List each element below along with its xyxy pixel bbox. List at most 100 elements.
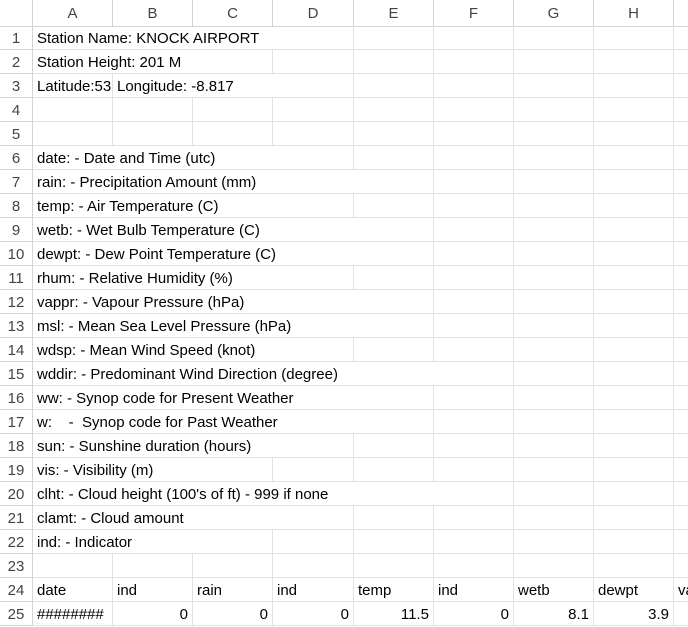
cell-g10[interactable]	[514, 242, 594, 266]
cell-f13[interactable]	[434, 314, 514, 338]
cell-f9[interactable]	[434, 218, 514, 242]
cell-e14[interactable]	[354, 338, 434, 362]
cell-g15[interactable]	[514, 362, 594, 386]
cell-g23[interactable]	[514, 554, 594, 578]
cell-e1[interactable]	[354, 26, 434, 50]
cell-i19[interactable]	[674, 458, 688, 482]
cell-i21[interactable]	[674, 506, 688, 530]
cell-d18[interactable]	[273, 434, 354, 458]
cell-a9[interactable]: wetb: - Wet Bulb Temperature (C)	[33, 218, 354, 242]
cell-a8[interactable]: temp: - Air Temperature (C)	[33, 194, 273, 218]
cell-a21[interactable]: clamt: - Cloud amount	[33, 506, 273, 530]
cell-f15[interactable]	[434, 362, 514, 386]
cell-e8[interactable]	[354, 194, 434, 218]
cell-a15[interactable]: wddir: - Predominant Wind Direction (deg…	[33, 362, 434, 386]
cell-g20[interactable]	[514, 482, 594, 506]
cell-c19[interactable]	[193, 458, 273, 482]
cell-i20[interactable]	[674, 482, 688, 506]
cell-i12[interactable]	[674, 290, 688, 314]
cell-i23[interactable]	[674, 554, 688, 578]
cell-i24[interactable]: va	[674, 578, 688, 602]
cell-f14[interactable]	[434, 338, 514, 362]
row-header-6[interactable]: 6	[0, 146, 33, 170]
cell-d6[interactable]	[273, 146, 354, 170]
cell-a1[interactable]: Station Name: KNOCK AIRPORT	[33, 26, 273, 50]
cell-e25[interactable]: 11.5	[354, 602, 434, 626]
row-header-12[interactable]: 12	[0, 290, 33, 314]
cell-i17[interactable]	[674, 410, 688, 434]
column-header-a[interactable]: A	[33, 0, 113, 26]
cell-i13[interactable]	[674, 314, 688, 338]
cell-g6[interactable]	[514, 146, 594, 170]
cell-h8[interactable]	[594, 194, 674, 218]
row-header-17[interactable]: 17	[0, 410, 33, 434]
cell-i5[interactable]	[674, 122, 688, 146]
cell-h21[interactable]	[594, 506, 674, 530]
column-header-c[interactable]: C	[193, 0, 273, 26]
cell-i3[interactable]	[674, 74, 688, 98]
cell-h1[interactable]	[594, 26, 674, 50]
cell-a12[interactable]: vappr: - Vapour Pressure (hPa)	[33, 290, 354, 314]
cell-h16[interactable]	[594, 386, 674, 410]
column-header-h[interactable]: H	[594, 0, 674, 26]
cell-a24[interactable]: date	[33, 578, 113, 602]
cell-d22[interactable]	[273, 530, 354, 554]
cell-g7[interactable]	[514, 170, 594, 194]
cell-d3[interactable]	[273, 74, 354, 98]
cell-h23[interactable]	[594, 554, 674, 578]
cell-f19[interactable]	[434, 458, 514, 482]
cell-i6[interactable]	[674, 146, 688, 170]
cell-f3[interactable]	[434, 74, 514, 98]
cell-e22[interactable]	[354, 530, 434, 554]
cell-d1[interactable]	[273, 26, 354, 50]
row-header-8[interactable]: 8	[0, 194, 33, 218]
cell-c25[interactable]: 0	[193, 602, 273, 626]
row-header-4[interactable]: 4	[0, 98, 33, 122]
cell-h20[interactable]	[594, 482, 674, 506]
cell-f18[interactable]	[434, 434, 514, 458]
cell-e11[interactable]	[354, 266, 434, 290]
cell-h4[interactable]	[594, 98, 674, 122]
column-header-e[interactable]: E	[354, 0, 434, 26]
row-header-7[interactable]: 7	[0, 170, 33, 194]
cell-a2[interactable]: Station Height: 201 M	[33, 50, 193, 74]
cell-f17[interactable]	[434, 410, 514, 434]
cell-e5[interactable]	[354, 122, 434, 146]
cell-i1[interactable]	[674, 26, 688, 50]
cell-h6[interactable]	[594, 146, 674, 170]
cell-f7[interactable]	[434, 170, 514, 194]
row-header-9[interactable]: 9	[0, 218, 33, 242]
cell-b23[interactable]	[113, 554, 193, 578]
cell-a20[interactable]: clht: - Cloud height (100's of ft) - 999…	[33, 482, 434, 506]
cell-h19[interactable]	[594, 458, 674, 482]
cell-a13[interactable]: msl: - Mean Sea Level Pressure (hPa)	[33, 314, 354, 338]
cell-g25[interactable]: 8.1	[514, 602, 594, 626]
cell-g17[interactable]	[514, 410, 594, 434]
cell-g12[interactable]	[514, 290, 594, 314]
cell-a11[interactable]: rhum: - Relative Humidity (%)	[33, 266, 273, 290]
cell-i15[interactable]	[674, 362, 688, 386]
cell-i16[interactable]	[674, 386, 688, 410]
row-header-11[interactable]: 11	[0, 266, 33, 290]
column-header-d[interactable]: D	[273, 0, 354, 26]
cell-f6[interactable]	[434, 146, 514, 170]
cell-g5[interactable]	[514, 122, 594, 146]
cell-i7[interactable]	[674, 170, 688, 194]
cell-f2[interactable]	[434, 50, 514, 74]
cell-i4[interactable]	[674, 98, 688, 122]
cell-e13[interactable]	[354, 314, 434, 338]
cell-h7[interactable]	[594, 170, 674, 194]
cell-g9[interactable]	[514, 218, 594, 242]
cell-f8[interactable]	[434, 194, 514, 218]
cell-b5[interactable]	[113, 122, 193, 146]
cell-d23[interactable]	[273, 554, 354, 578]
cell-h14[interactable]	[594, 338, 674, 362]
row-header-10[interactable]: 10	[0, 242, 33, 266]
row-header-13[interactable]: 13	[0, 314, 33, 338]
cell-d4[interactable]	[273, 98, 354, 122]
cell-e16[interactable]	[354, 386, 434, 410]
cell-b3[interactable]: Longitude: -8.817	[113, 74, 273, 98]
cell-g8[interactable]	[514, 194, 594, 218]
cell-h12[interactable]	[594, 290, 674, 314]
cell-i22[interactable]	[674, 530, 688, 554]
